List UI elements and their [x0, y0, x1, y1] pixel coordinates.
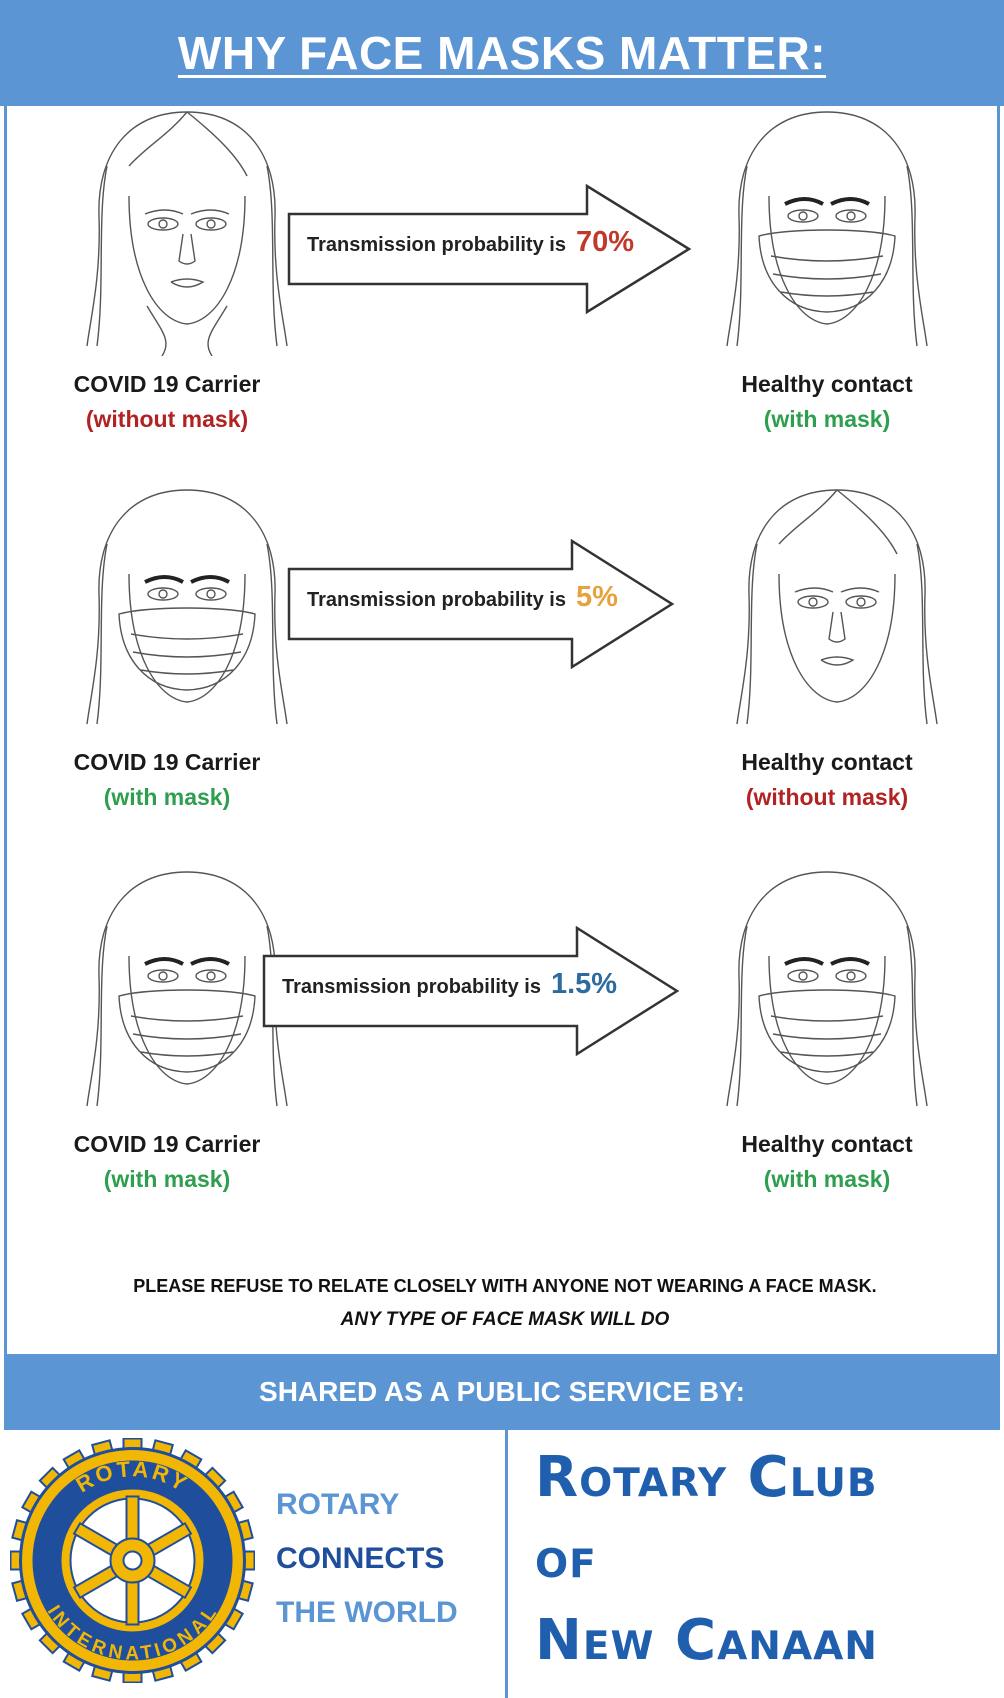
- carrier-status: (with mask): [103, 784, 231, 810]
- contact-status: (with mask): [763, 406, 891, 432]
- arrow-prefix: Transmission probability is: [282, 976, 541, 998]
- arrow-prefix: Transmission probability is: [307, 589, 566, 611]
- face-contact-masked-icon: [726, 871, 928, 1107]
- face-carrier-masked-icon: [86, 489, 288, 725]
- face-contact-masked-icon: [726, 111, 928, 347]
- scenarios-panel: Transmission probability is 70% COVID 1: [4, 106, 1000, 1354]
- carrier-label: COVID 19 Carrier: [73, 1131, 261, 1157]
- carrier-caption-2: COVID 19 Carrier (with mask): [37, 749, 297, 811]
- contact-label: Healthy contact: [741, 1131, 913, 1157]
- contact-caption-2: Healthy contact (without mask): [697, 749, 957, 811]
- shared-by-text: SHARED AS A PUBLIC SERVICE BY:: [259, 1376, 745, 1407]
- arrow-label-2: Transmission probability is 5%: [307, 581, 618, 614]
- arrow-label-1: Transmission probability is 70%: [307, 226, 634, 259]
- slogan-line-3: THE WORLD: [276, 1596, 458, 1629]
- transmission-arrow-2: [287, 539, 675, 669]
- club-name-line-2: of: [535, 1526, 597, 1591]
- percent-3: 1.5%: [550, 968, 618, 1000]
- title-bar: WHY FACE MASKS MATTER:: [0, 0, 1004, 106]
- contact-caption-1: Healthy contact (with mask): [697, 371, 957, 433]
- percent-1: 70%: [575, 226, 635, 258]
- transmission-arrow-3: [262, 926, 680, 1056]
- contact-label: Healthy contact: [741, 749, 913, 775]
- contact-status: (with mask): [763, 1166, 891, 1192]
- carrier-status: (with mask): [103, 1166, 231, 1192]
- scenario-2: Transmission probability is 5%: [7, 484, 1003, 854]
- arrow-prefix: Transmission probability is: [307, 234, 566, 256]
- slogan-line-1: ROTARY: [276, 1488, 400, 1521]
- carrier-label: COVID 19 Carrier: [73, 371, 261, 397]
- rotary-logo-icon: ROTARY INTERNATIONAL: [10, 1438, 255, 1683]
- carrier-status: (without mask): [85, 406, 249, 432]
- contact-caption-3: Healthy contact (with mask): [697, 1131, 957, 1193]
- contact-status: (without mask): [745, 784, 909, 810]
- club-name-line-1: Rotary Club: [535, 1445, 878, 1510]
- share-bar: SHARED AS A PUBLIC SERVICE BY:: [4, 1354, 1000, 1430]
- contact-label: Healthy contact: [741, 371, 913, 397]
- notice-line-1: PLEASE REFUSE TO RELATE CLOSELY WITH ANY…: [133, 1276, 877, 1296]
- transmission-arrow-1: [287, 184, 692, 314]
- notice-line-2: ANY TYPE OF FACE MASK WILL DO: [340, 1309, 670, 1330]
- carrier-caption-3: COVID 19 Carrier (with mask): [37, 1131, 297, 1193]
- sponsor-section: ROTARY INTERNATIONAL ROTARY CONNECTS THE…: [0, 1430, 1004, 1698]
- poster-title: WHY FACE MASKS MATTER:: [177, 27, 827, 79]
- face-contact-unmasked-icon: [736, 489, 938, 725]
- section-divider: [505, 1430, 508, 1698]
- carrier-label: COVID 19 Carrier: [73, 749, 261, 775]
- arrow-label-3: Transmission probability is 1.5%: [282, 968, 617, 1001]
- slogan-line-2: CONNECTS: [276, 1542, 445, 1575]
- carrier-caption-1: COVID 19 Carrier (without mask): [37, 371, 297, 433]
- percent-2: 5%: [575, 581, 618, 613]
- face-carrier-unmasked-icon: [86, 111, 288, 356]
- scenario-1: Transmission probability is 70% COVID 1: [7, 106, 1003, 476]
- club-name-line-3: New Canaan: [535, 1608, 878, 1673]
- scenario-3: Transmission probability is 1.5% COVID: [7, 866, 1003, 1266]
